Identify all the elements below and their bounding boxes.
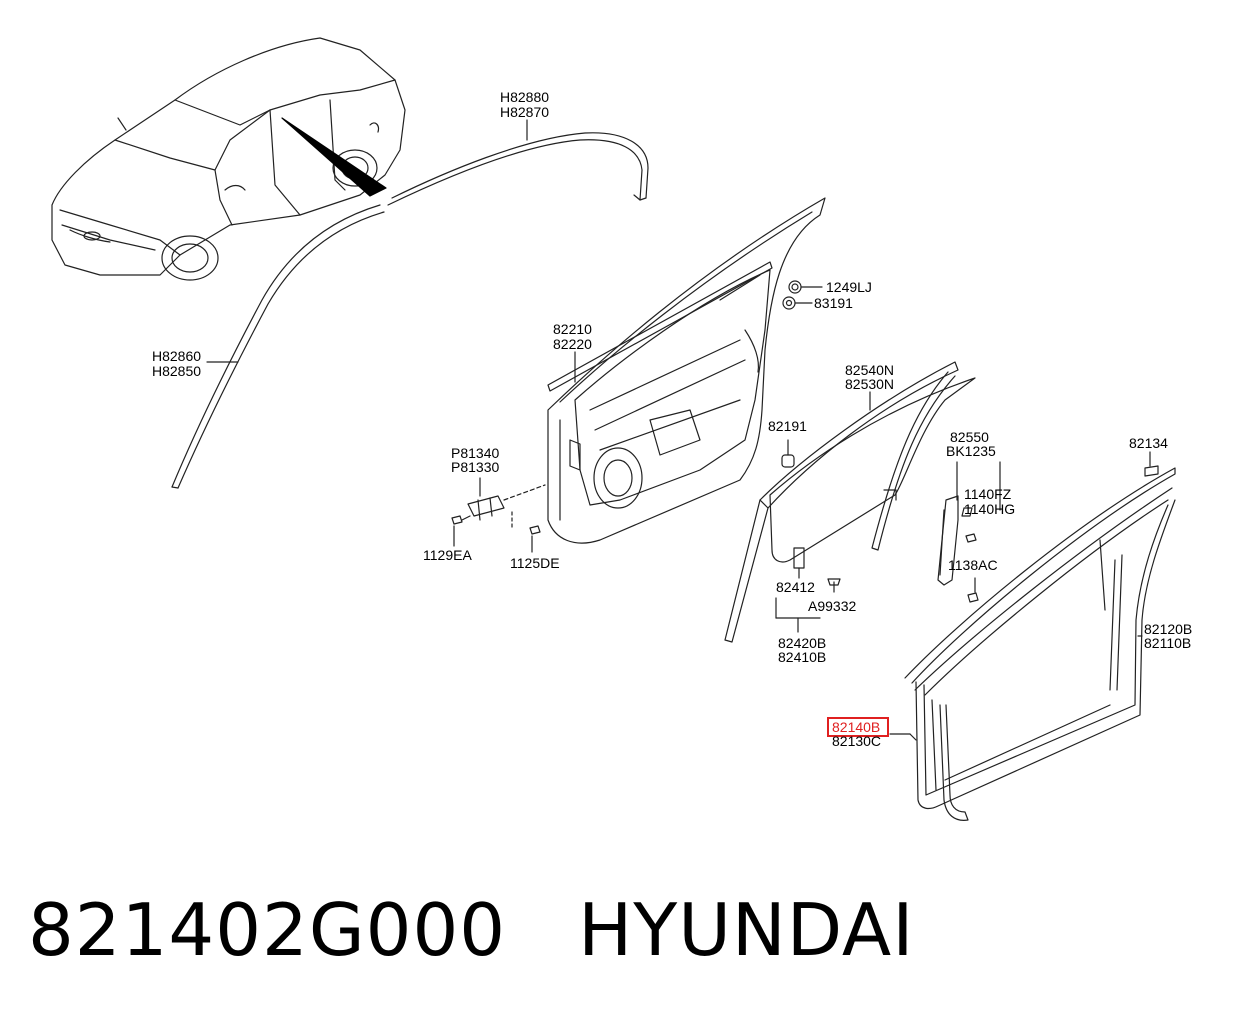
label-p81340: P81340 xyxy=(451,445,499,461)
label-1140fz: 1140FZ xyxy=(964,486,1012,502)
door-hinge xyxy=(451,484,546,553)
part-number: 821402G000 xyxy=(28,888,507,972)
label-82220: 82220 xyxy=(553,336,592,352)
label-82120b: 82120B xyxy=(1144,621,1192,637)
roof-molding-upper xyxy=(387,132,649,206)
footer-caption: 821402G000 HYUNDAI xyxy=(28,888,914,972)
part-labels: H82880 H82870 H82860 H82850 1249LJ 83191… xyxy=(152,89,1192,749)
label-82412: 82412 xyxy=(776,579,815,595)
highlight-box xyxy=(827,717,889,737)
label-p81330: P81330 xyxy=(451,459,499,475)
roof-molding-lower xyxy=(171,204,385,489)
parts-diagram: H82880 H82870 H82860 H82850 1249LJ 83191… xyxy=(51,37,1192,821)
label-1140hg: 1140HG xyxy=(964,501,1015,517)
label-82420b: 82420B xyxy=(778,635,826,651)
label-82191: 82191 xyxy=(768,418,807,434)
label-a99332: A99332 xyxy=(808,598,856,614)
window-regulator xyxy=(937,495,979,603)
label-h82880: H82880 xyxy=(500,89,549,105)
label-1129ea: 1129EA xyxy=(423,547,472,563)
label-h82870: H82870 xyxy=(500,104,549,120)
brand-name: HYUNDAI xyxy=(578,888,915,972)
label-82540n: 82540N xyxy=(845,362,894,378)
car-illustration xyxy=(51,37,406,281)
label-h82860: H82860 xyxy=(152,348,201,364)
label-83191: 83191 xyxy=(814,295,853,311)
label-1125de: 1125DE xyxy=(510,555,560,571)
door-panel xyxy=(547,197,826,544)
door-weatherstrip xyxy=(904,467,1176,821)
label-82530n: 82530N xyxy=(845,376,894,392)
label-82550: 82550 xyxy=(950,429,989,445)
label-82140b: 82140B xyxy=(832,719,880,735)
label-82130c: 82130C xyxy=(832,733,881,749)
pointer-wedge xyxy=(281,117,387,197)
label-bk1235: BK1235 xyxy=(946,443,996,459)
label-h82850: H82850 xyxy=(152,363,201,379)
label-82210: 82210 xyxy=(553,321,592,337)
label-82110b: 82110B xyxy=(1144,635,1191,651)
door-glass xyxy=(724,361,976,643)
clip-82134 xyxy=(1144,465,1159,477)
label-1138ac: 1138AC xyxy=(948,557,998,573)
label-82134: 82134 xyxy=(1129,435,1168,451)
label-1249lj: 1249LJ xyxy=(826,279,872,295)
label-82410b: 82410B xyxy=(778,649,826,665)
belt-strip xyxy=(547,261,773,392)
